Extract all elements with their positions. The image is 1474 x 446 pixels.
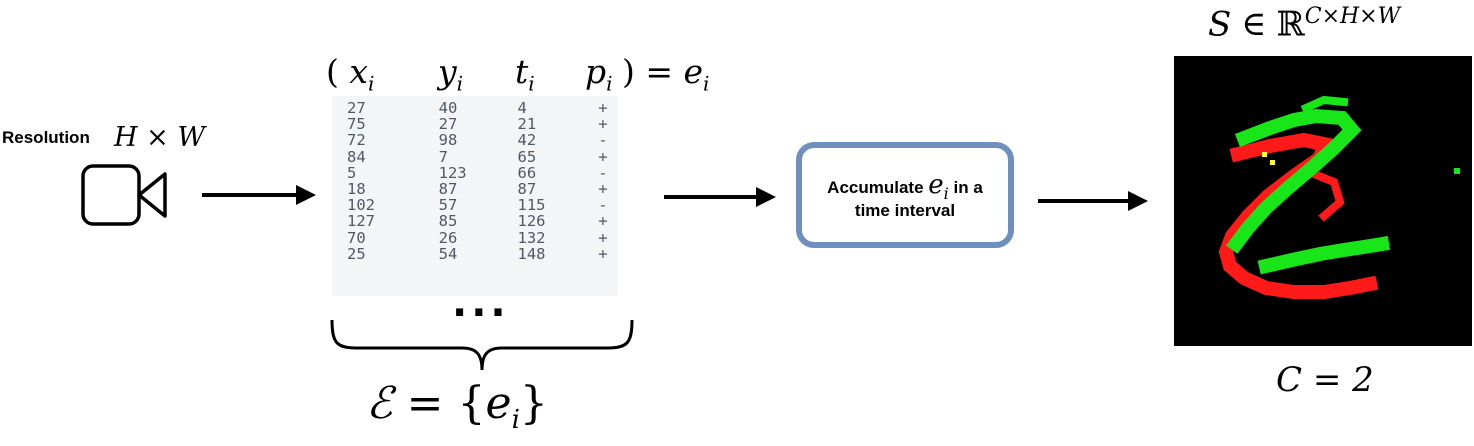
accumulate-box: Accumulate ei in a time interval — [796, 142, 1014, 248]
resolution-expression: H × W — [114, 122, 206, 153]
table-row: 102 57 115 - — [347, 197, 618, 213]
table-cell: 75 — [347, 115, 366, 134]
accumulate-line2: time interval — [854, 201, 956, 221]
table-cell: 66 — [517, 163, 537, 182]
output-tensor-expression: S∈ℝC×H×W — [1208, 4, 1401, 45]
event-frame-image — [1174, 56, 1472, 346]
table-cell: + — [598, 212, 608, 231]
table-row: 75 27 21 + — [347, 116, 618, 132]
table-cell: 42 — [517, 131, 537, 150]
channel-count-expression: C = 2 — [1276, 360, 1374, 400]
table-cell: 26 — [438, 228, 458, 247]
table-row: 72 98 42 - — [347, 132, 618, 148]
table-cell: + — [598, 228, 608, 247]
table-row: 27 40 4 + — [347, 100, 618, 116]
table-cell: 87 — [517, 179, 537, 198]
table-cell: 18 — [347, 179, 366, 198]
table-cell: - — [598, 131, 608, 150]
table-cell: + — [598, 115, 608, 134]
table-cell: 54 — [438, 244, 458, 263]
header-x: ( xi — [326, 52, 375, 96]
table-cell: 25 — [347, 244, 366, 263]
table-cell: 7 — [438, 147, 448, 166]
table-cell: 102 — [347, 196, 375, 215]
table-cell: 27 — [347, 99, 366, 117]
table-ellipsis: ··· — [452, 290, 510, 336]
table-row: 84 7 65 + — [347, 147, 618, 166]
table-cell: 123 — [438, 163, 467, 182]
table-cell: + — [598, 99, 608, 117]
table-cell: 148 — [517, 244, 546, 263]
table-cell: 132 — [517, 228, 546, 247]
table-cell: 127 — [347, 212, 375, 231]
table-cell: + — [598, 147, 608, 166]
accumulate-line1: Accumulate ei in a — [827, 170, 983, 204]
header-y: yi — [438, 52, 464, 96]
table-cell: 5 — [347, 163, 357, 182]
curly-brace — [330, 319, 634, 371]
event-set-expression: ℰ={ei} — [366, 378, 548, 435]
event-tuple-header: ( xi — [326, 52, 374, 96]
table-cell: 65 — [517, 147, 537, 166]
table-cell: 85 — [438, 212, 458, 231]
table-cell: - — [598, 163, 608, 182]
table-cell: 21 — [517, 115, 537, 134]
accumulate-var: ei — [928, 170, 949, 204]
table-cell: 57 — [438, 196, 458, 215]
table-cell: 115 — [517, 196, 546, 215]
video-camera-icon — [81, 164, 167, 226]
table-cell: - — [598, 196, 608, 215]
table-row: 127 85 126 + — [347, 213, 618, 229]
header-t: ti — [515, 52, 535, 96]
table-cell: 40 — [438, 99, 458, 117]
table-cell: 70 — [347, 228, 366, 247]
table-cell: 4 — [517, 99, 527, 117]
table-cell: 98 — [438, 131, 458, 150]
arrow-accumulate-to-output — [1038, 191, 1148, 211]
table-cell: 27 — [438, 115, 458, 134]
table-cell: 72 — [347, 131, 366, 150]
table-row: 70 26 132 + — [347, 228, 618, 247]
table-row: 5 123 66 - — [347, 165, 618, 181]
arrow-table-to-accumulate — [664, 187, 776, 207]
table-cell: 126 — [517, 212, 546, 231]
header-p: pi — [585, 52, 613, 96]
table-cell: + — [598, 244, 608, 263]
table-cell: 84 — [347, 147, 366, 166]
table-cell: + — [598, 179, 608, 198]
table-row: 18 87 87 + — [347, 181, 618, 197]
table-cell: 87 — [438, 179, 458, 198]
resolution-label: Resolution — [2, 128, 90, 147]
header-equals-e: ) = ei — [622, 52, 710, 96]
table-row: 25 54 148 + — [347, 244, 618, 263]
arrow-camera-to-table — [202, 185, 316, 205]
